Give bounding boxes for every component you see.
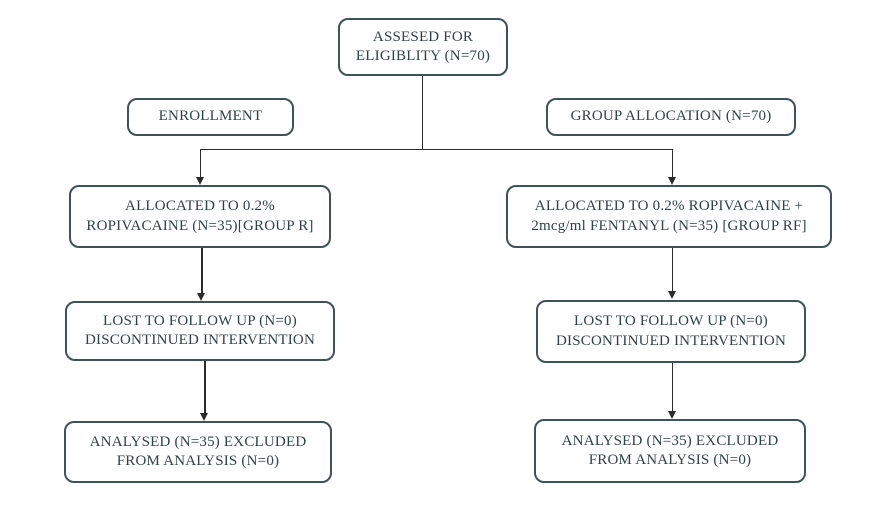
node-text-line: ANALYSED (N=35) EXCLUDED bbox=[561, 432, 779, 449]
node-text-line: ANALYSED (N=35) EXCLUDED bbox=[89, 433, 307, 450]
node-text-line: ALLOCATED TO 0.2% ROPIVACAINE + bbox=[534, 198, 804, 214]
node-group-allocation-label: GROUP ALLOCATION (N=70) bbox=[546, 98, 796, 136]
node-text-line: 2mcg/ml FENTANYL (N=35) [GROUP RF] bbox=[531, 217, 807, 234]
node-enrollment-label: ENROLLMENT bbox=[127, 98, 294, 136]
node-text-line: FROM ANALYSIS (N=0) bbox=[588, 452, 752, 468]
node-text-line: ENROLLMENT bbox=[158, 108, 263, 125]
connector-right-drop bbox=[671, 148, 673, 178]
arrow-down-icon bbox=[667, 291, 676, 299]
node-text-line: FROM ANALYSIS (N=0) bbox=[116, 453, 280, 469]
node-allocated-group-rf: ALLOCATED TO 0.2% ROPIVACAINE + 2mcg/ml … bbox=[506, 185, 832, 248]
connector-left-drop bbox=[199, 148, 201, 178]
node-text-line: GROUP ALLOCATION (N=70) bbox=[570, 108, 772, 125]
node-text-line: LOST TO FOLLOW UP (N=0) bbox=[103, 312, 297, 329]
node-analysed-group-rf: ANALYSED (N=35) EXCLUDED FROM ANALYSIS (… bbox=[534, 419, 806, 483]
node-text-line: ROPIVACAINE (N=35)[GROUP R] bbox=[86, 217, 314, 234]
node-text-line: ALLOCATED TO 0.2% bbox=[125, 198, 275, 214]
arrow-down-icon bbox=[195, 177, 204, 185]
node-text-line: DISCONTINUED INTERVENTION bbox=[555, 332, 786, 349]
arrow-down-icon bbox=[667, 177, 676, 185]
arrow-down-icon bbox=[200, 413, 209, 421]
node-text-line: LOST TO FOLLOW UP (N=0) bbox=[574, 313, 768, 329]
node-allocated-group-r: ALLOCATED TO 0.2% ROPIVACAINE (N=35)[GRO… bbox=[69, 185, 331, 248]
node-text-line: ASSESED FOR bbox=[372, 28, 474, 45]
arrow-down-icon bbox=[667, 411, 676, 419]
node-assessed-for-eligibility: ASSESED FOR ELIGIBLITY (N=70) bbox=[338, 18, 508, 76]
connector-branch-horizontal bbox=[199, 148, 673, 150]
connector-right-alloc-to-lost bbox=[671, 248, 673, 292]
connector-right-lost-to-analysed bbox=[671, 363, 673, 411]
node-text-line: DISCONTINUED INTERVENTION bbox=[84, 332, 315, 348]
node-analysed-group-r: ANALYSED (N=35) EXCLUDED FROM ANALYSIS (… bbox=[64, 421, 332, 483]
node-lost-followup-group-r: LOST TO FOLLOW UP (N=0) DISCONTINUED INT… bbox=[65, 301, 335, 361]
arrow-down-icon bbox=[197, 293, 206, 301]
connector-top-vertical bbox=[421, 75, 423, 150]
node-text-line: ELIGIBLITY (N=70) bbox=[355, 48, 491, 64]
connector-left-alloc-to-lost bbox=[201, 248, 203, 294]
node-lost-followup-group-rf: LOST TO FOLLOW UP (N=0) DISCONTINUED INT… bbox=[536, 300, 806, 363]
connector-left-lost-to-analysed bbox=[204, 361, 206, 413]
